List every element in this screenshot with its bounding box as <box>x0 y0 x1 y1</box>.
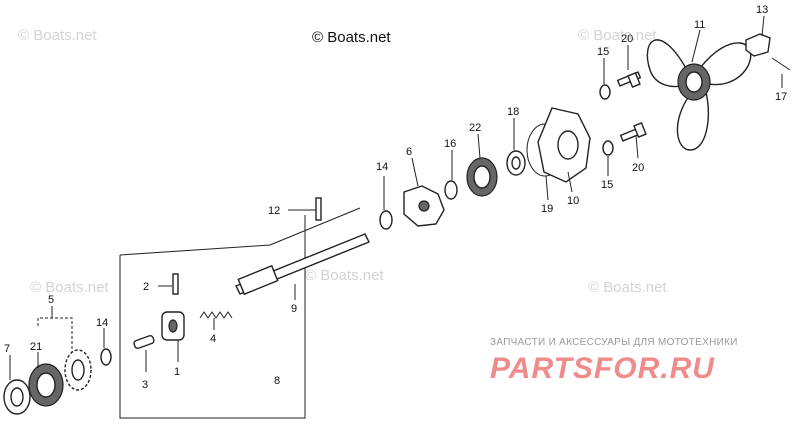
cap-nut-13 <box>745 33 771 57</box>
callout-1: 1 <box>174 366 180 378</box>
callout-2: 2 <box>143 281 149 293</box>
watermark-top-right: © Boats.net <box>578 27 657 44</box>
washer-14-right <box>379 210 393 230</box>
bearing-22-race <box>473 165 491 189</box>
cotter-pin-17 <box>771 57 791 71</box>
callout-14-left: 14 <box>96 317 108 329</box>
callout-13: 13 <box>756 4 768 16</box>
bolt-20-top-head <box>627 72 641 88</box>
callout-12: 12 <box>268 205 280 217</box>
washer-15-bottom <box>602 140 614 156</box>
leader-13 <box>761 15 765 37</box>
leader-22 <box>477 133 481 159</box>
brand-logo: PARTSFOR.RU <box>490 352 715 385</box>
watermark-top-left: © Boats.net <box>18 27 97 44</box>
propeller-blade-top <box>646 39 689 88</box>
callout-15-top: 15 <box>597 46 609 58</box>
propeller-11-bore <box>685 71 703 93</box>
spring-4 <box>199 311 233 319</box>
seal-18-lip <box>511 156 521 170</box>
callout-10: 10 <box>567 195 579 207</box>
callout-4: 4 <box>210 333 216 345</box>
leader-11 <box>691 29 701 63</box>
watermark-mid-center: © Boats.net <box>305 267 384 284</box>
pin-2 <box>172 273 179 295</box>
callout-18: 18 <box>507 106 519 118</box>
washer-15-top <box>599 84 611 100</box>
callout-20-bottom: 20 <box>632 162 644 174</box>
callout-16: 16 <box>444 138 456 150</box>
callout-3: 3 <box>142 379 148 391</box>
impeller-6-hub <box>418 200 430 212</box>
callout-9: 9 <box>291 303 297 315</box>
callout-11: 11 <box>694 19 705 31</box>
propeller-blade-right <box>699 42 752 86</box>
pin-3 <box>133 334 155 350</box>
leader-20-bottom <box>635 135 639 159</box>
leader-10 <box>567 171 573 193</box>
washer-16 <box>444 180 458 200</box>
watermark-mid-right: © Boats.net <box>588 279 667 296</box>
callout-5: 5 <box>48 294 54 306</box>
washer-14-left <box>100 348 112 366</box>
bolt-20-bottom-head <box>633 122 647 138</box>
bracket-top-line <box>119 244 271 256</box>
leader-5-bracket <box>37 317 73 352</box>
propeller-blade-bottom <box>676 91 709 151</box>
callout-22: 22 <box>469 122 481 134</box>
washer-7-hole <box>10 387 24 407</box>
clutch-1-bore <box>168 319 178 333</box>
brand-tagline: ЗАПЧАСТИ И АКСЕССУАРЫ ДЛЯ МОТОТЕХНИКИ <box>490 337 738 348</box>
watermark-mid-left: © Boats.net <box>30 279 109 296</box>
pin-12 <box>315 197 322 221</box>
assembly-bracket <box>119 215 306 419</box>
callout-14-right: 14 <box>376 161 388 173</box>
shaft-9-spline <box>237 264 279 296</box>
bearing-21-race <box>36 372 56 398</box>
callout-7: 7 <box>4 343 10 355</box>
leader-19 <box>545 175 549 201</box>
gear-5-hub <box>71 359 85 381</box>
bracket-diagonal-line <box>269 207 361 246</box>
callout-17: 17 <box>775 91 787 103</box>
callout-15-bottom: 15 <box>601 179 613 191</box>
copyright-label: © Boats.net <box>312 29 391 46</box>
callout-8: 8 <box>274 375 280 387</box>
callout-20-top: 20 <box>621 33 633 45</box>
leader-6 <box>411 157 419 187</box>
callout-19: 19 <box>541 203 553 215</box>
callout-21: 21 <box>30 341 42 353</box>
callout-6: 6 <box>406 146 412 158</box>
housing-10-bore <box>557 130 579 160</box>
